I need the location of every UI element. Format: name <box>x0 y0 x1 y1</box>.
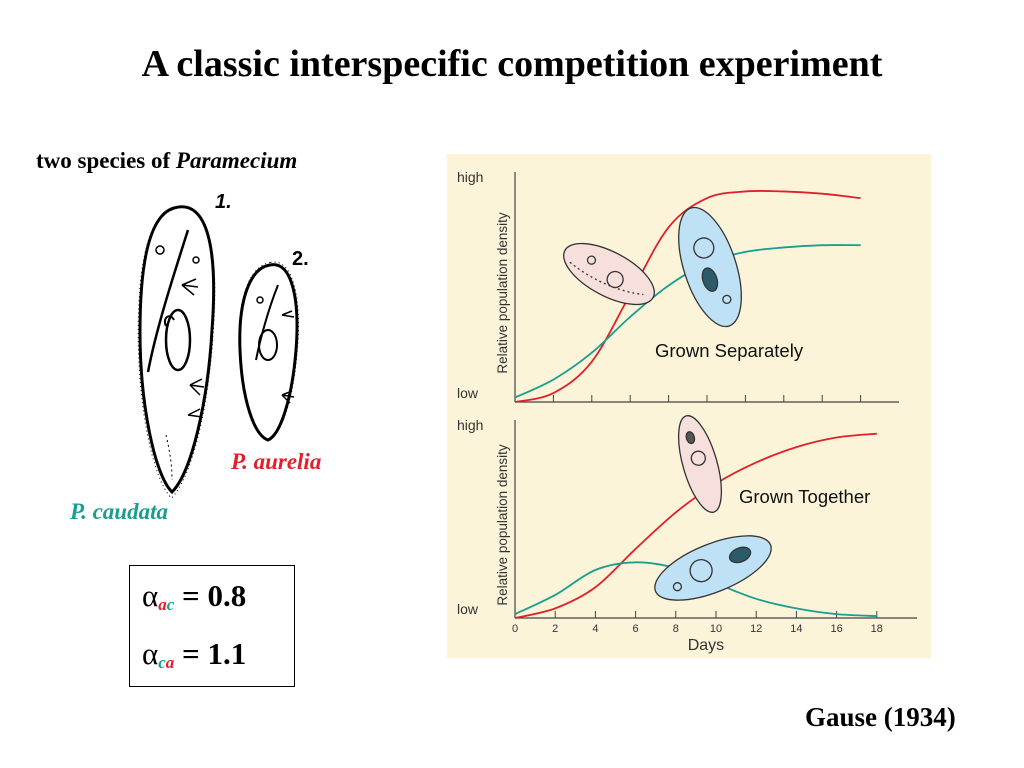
x-tick-label: 10 <box>710 623 722 635</box>
alpha-ac-row: αac = 0.8 <box>142 578 246 615</box>
y-low-label: low <box>457 601 479 617</box>
alpha-ac-sub-a: a <box>158 595 167 614</box>
subtitle-genus: Paramecium <box>175 148 298 173</box>
alpha-ca-symbol: α <box>142 636 159 671</box>
paramecium-drawings <box>137 205 299 499</box>
x-tick-label: 4 <box>592 623 598 635</box>
alpha-ca-sub-a: a <box>165 653 175 672</box>
x-tick-label: 16 <box>830 623 842 635</box>
y-high-label: high <box>457 169 483 185</box>
slide-title: A classic interspecific competition expe… <box>141 43 883 85</box>
x-tick-label: 12 <box>750 623 762 635</box>
alpha-ca-value: = 1.1 <box>174 636 247 671</box>
x-tick-label: 14 <box>790 623 802 635</box>
species-label-caudata: P. caudata <box>70 499 168 524</box>
alpha-ac-sub-c: c <box>166 595 175 614</box>
paramecium-aurelia-drawing <box>238 261 299 442</box>
species-label-aurelia: P. aurelia <box>231 449 322 474</box>
chart-paramecium-illustrations <box>563 206 772 601</box>
y-axis-label: Relative population density <box>495 444 510 606</box>
paramecium-caudata-drawing <box>137 205 216 499</box>
panel-label: Grown Separately <box>655 340 804 361</box>
x-tick-label: 0 <box>512 623 518 635</box>
alpha-ca-sub-c: c <box>158 653 166 672</box>
y-low-label: low <box>457 385 479 401</box>
subtitle: two species of Paramecium <box>36 148 297 174</box>
y-axis-label: Relative population density <box>495 212 510 374</box>
x-tick-label: 6 <box>633 623 639 635</box>
series-line-aurelia <box>514 189 861 403</box>
x-axis-label: Days <box>688 637 724 654</box>
drawing-number-1: 1. <box>215 191 232 213</box>
panel-label: Grown Together <box>739 486 870 507</box>
y-high-label: high <box>457 417 483 433</box>
x-tick-label: 18 <box>871 623 883 635</box>
alpha-ca-row: αca = 1.1 <box>142 636 246 673</box>
subtitle-prefix: two species of <box>36 148 176 173</box>
x-tick-label: 2 <box>552 623 558 635</box>
drawing-number-2: 2. <box>292 248 309 270</box>
alpha-ac-value: = 0.8 <box>174 578 247 613</box>
x-tick-label: 8 <box>673 623 679 635</box>
alpha-ac-symbol: α <box>142 578 159 613</box>
competition-coefficients-box: αac = 0.8 αca = 1.1 <box>129 565 295 687</box>
citation: Gause (1934) <box>805 702 956 732</box>
